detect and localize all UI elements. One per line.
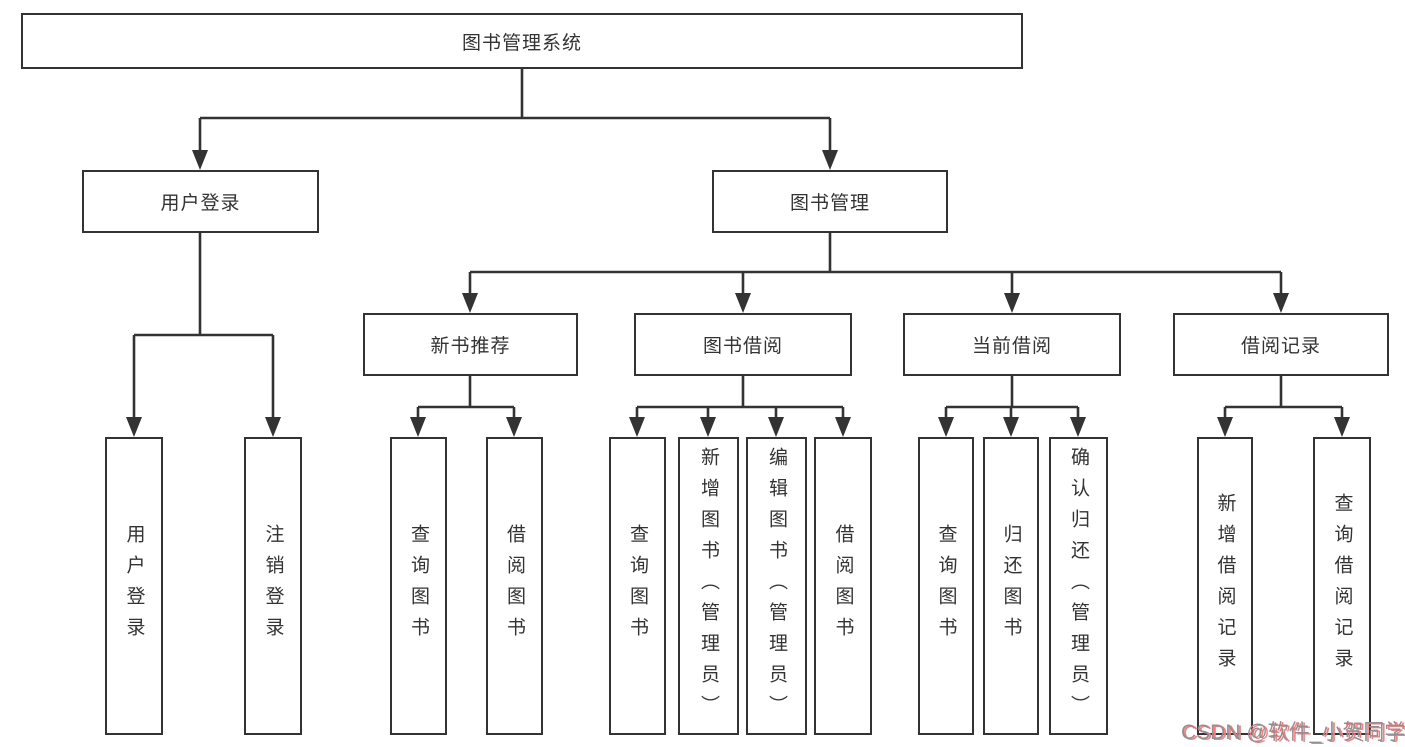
node-library-system: 图书管理系统 [21, 13, 1023, 69]
leaf-label: 用户登录 [123, 524, 145, 648]
arrow-down-icon [1334, 417, 1350, 437]
arrow-down-icon [822, 150, 838, 170]
node-book-borrowing: 图书借阅 [634, 313, 852, 376]
leaf-label: 新增借阅记录 [1214, 493, 1236, 679]
leaf-label: 查询图书 [935, 524, 957, 648]
leaf-confirm-return-admin: 确认归还（管理员） [1049, 437, 1108, 735]
arrow-down-icon [629, 417, 645, 437]
arrow-down-icon [1004, 293, 1020, 313]
leaf-label: 借阅图书 [832, 524, 854, 648]
arrow-down-icon [1003, 417, 1019, 437]
leaf-query-books-recommend: 查询图书 [390, 437, 447, 735]
arrow-down-icon [1273, 293, 1289, 313]
leaf-label: 注销登录 [262, 524, 284, 648]
arrow-down-icon [700, 417, 716, 437]
leaf-label: 借阅图书 [504, 524, 525, 648]
leaf-label: 查询图书 [627, 524, 648, 648]
watermark: CSDN @软件_小贺同学 [1181, 721, 1405, 744]
leaf-label: 确认归还（管理员） [1068, 446, 1089, 726]
arrow-down-icon [1217, 417, 1233, 437]
arrow-down-icon [265, 417, 281, 437]
leaf-query-borrow-record: 查询借阅记录 [1313, 437, 1371, 735]
leaf-query-books-borrowing: 查询图书 [609, 437, 666, 735]
arrow-down-icon [768, 417, 784, 437]
arrow-down-icon [506, 417, 522, 437]
arrow-down-icon [126, 417, 142, 437]
node-new-book-recommend: 新书推荐 [363, 313, 578, 376]
arrow-down-icon [1070, 417, 1086, 437]
leaf-label: 新增图书（管理员） [698, 446, 719, 726]
leaf-return-book: 归还图书 [983, 437, 1039, 735]
leaf-label: 编辑图书（管理员） [766, 446, 787, 726]
arrow-down-icon [735, 293, 751, 313]
arrow-down-icon [410, 417, 426, 437]
node-label: 图书借阅 [702, 336, 783, 357]
leaf-edit-book-admin: 编辑图书（管理员） [746, 437, 807, 735]
arrow-down-icon [462, 293, 478, 313]
node-book-management: 图书管理 [712, 170, 948, 233]
connector-path [132, 69, 1344, 425]
node-label: 用户登录 [160, 193, 241, 214]
arrow-down-icon [835, 417, 851, 437]
node-label: 图书管理 [789, 193, 870, 214]
leaf-borrow-books-recommend: 借阅图书 [486, 437, 543, 735]
leaf-logout: 注销登录 [244, 437, 302, 735]
leaf-add-book-admin: 新增图书（管理员） [678, 437, 739, 735]
leaf-label: 归还图书 [1000, 524, 1022, 648]
node-label: 新书推荐 [430, 336, 511, 357]
node-current-borrowing: 当前借阅 [903, 313, 1121, 376]
node-label: 当前借阅 [971, 336, 1052, 357]
arrow-down-icon [938, 417, 954, 437]
node-borrow-records: 借阅记录 [1173, 313, 1389, 376]
node-label: 图书管理系统 [461, 32, 582, 54]
leaf-add-borrow-record: 新增借阅记录 [1197, 437, 1253, 735]
arrow-down-icon [192, 150, 208, 170]
leaf-label: 查询借阅记录 [1331, 493, 1353, 679]
leaf-borrow-books: 借阅图书 [814, 437, 872, 735]
node-user-login-branch: 用户登录 [82, 170, 319, 233]
leaf-query-books-current: 查询图书 [918, 437, 974, 735]
node-label: 借阅记录 [1240, 336, 1321, 357]
leaf-user-login: 用户登录 [105, 437, 163, 735]
leaf-label: 查询图书 [408, 524, 429, 648]
